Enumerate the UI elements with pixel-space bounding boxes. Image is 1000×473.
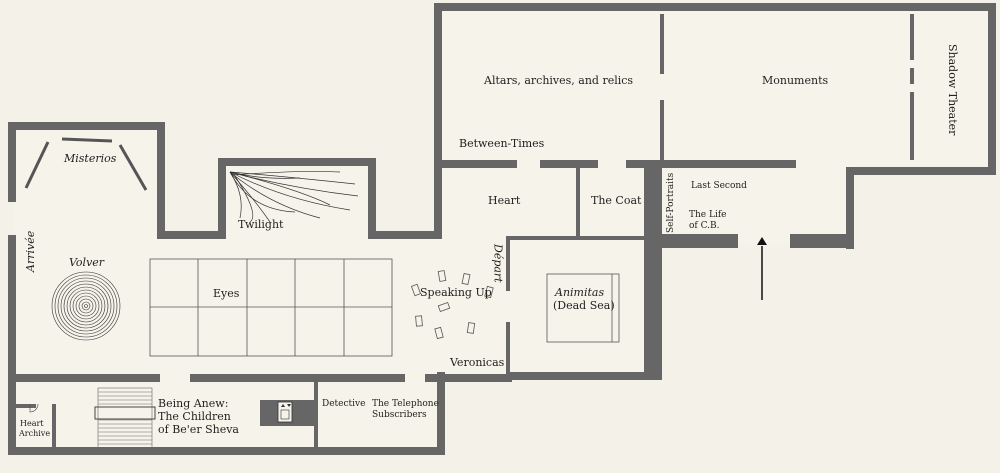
label-twilight: Twilight — [238, 218, 284, 231]
label-monuments: Monuments — [762, 74, 829, 87]
floor-area — [14, 8, 990, 448]
label-veronicas: Veronicas — [450, 356, 505, 369]
volver-installation — [51, 271, 121, 341]
label-being-anew-2: The Children — [158, 410, 231, 423]
label-life-cb-1: The Life — [689, 210, 727, 220]
elevator-icon — [277, 401, 293, 423]
label-heart: Heart — [488, 194, 521, 207]
label-altars: Altars, archives, and relics — [484, 74, 634, 87]
misterios-installation — [24, 137, 148, 191]
label-speaking-up: Speaking Up — [420, 286, 492, 299]
label-depart: Départ — [491, 244, 505, 283]
interior-walls — [14, 14, 914, 448]
label-last-second: Last Second — [691, 181, 747, 191]
label-self-portraits: Self-Portraits — [666, 172, 676, 233]
label-being-anew-1: Being Anew: — [158, 397, 229, 410]
label-dead-sea: (Dead Sea) — [553, 299, 615, 312]
label-heart-archive-2: Archive — [19, 429, 51, 438]
label-detective: Detective — [322, 399, 366, 409]
label-volver: Volver — [69, 256, 105, 269]
label-life-cb-2: of C.B. — [689, 221, 720, 231]
entrance-arrow-icon — [757, 237, 767, 300]
label-telephone-2: Subscribers — [372, 410, 427, 420]
label-between-times: Between-Times — [459, 137, 545, 150]
animitas-installation — [546, 273, 620, 343]
staircase — [94, 387, 156, 449]
label-eyes: Eyes — [213, 287, 240, 300]
label-telephone-1: The Telephone — [372, 399, 439, 409]
eyes-grid — [149, 258, 393, 357]
label-arrivee: Arrivée — [24, 230, 37, 272]
label-heart-archive-1: Heart — [20, 419, 44, 428]
twilight-installation — [229, 171, 359, 223]
label-being-anew-3: of Be'er Sheva — [158, 423, 239, 436]
label-misterios: Misterios — [64, 152, 117, 165]
label-animitas: Animitas — [555, 286, 605, 299]
door-icon — [29, 403, 39, 413]
label-shadow-theater: Shadow Theater — [946, 44, 959, 136]
label-the-coat: The Coat — [591, 194, 642, 207]
speaking-up-objects — [410, 270, 494, 340]
outer-walls — [8, 3, 996, 455]
